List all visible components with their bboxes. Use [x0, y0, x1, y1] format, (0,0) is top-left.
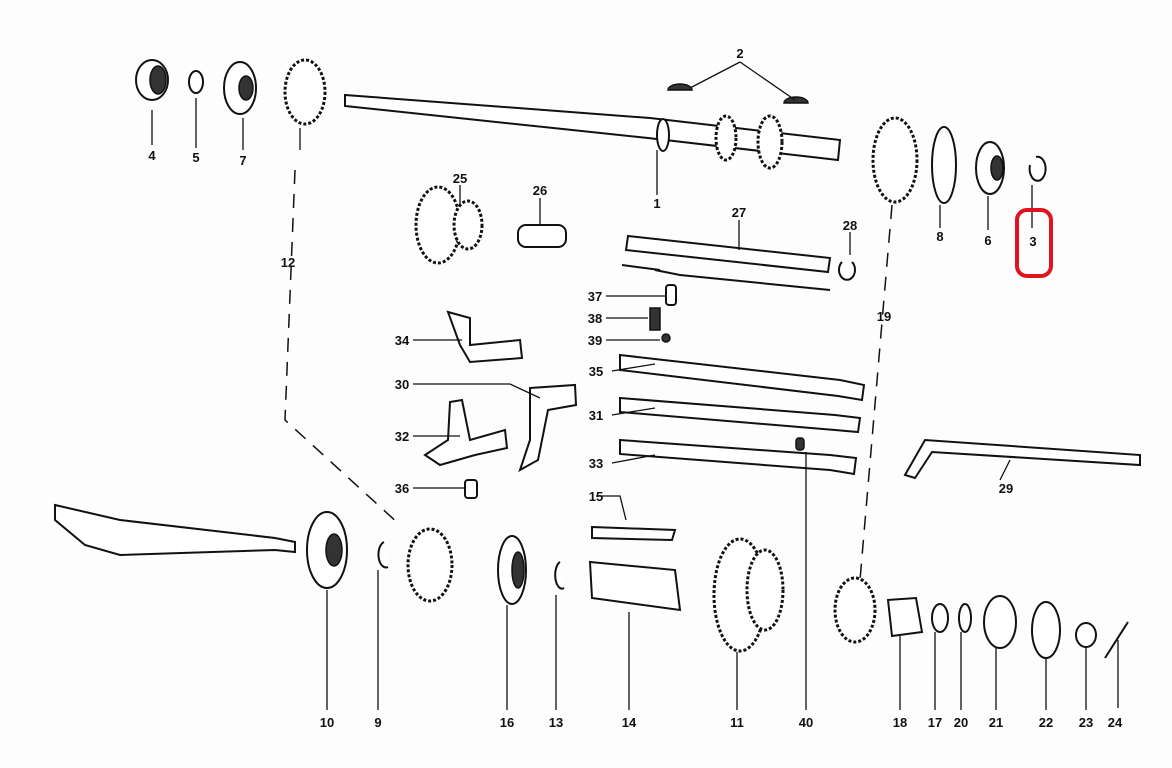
part-label-37: 37 — [588, 289, 602, 304]
part-label-5: 5 — [192, 150, 199, 165]
shift-forks — [413, 310, 578, 499]
main-shaft — [344, 93, 842, 170]
top-left-parts — [135, 58, 401, 526]
part-label-6: 6 — [984, 233, 991, 248]
part-label-25: 25 — [453, 171, 467, 186]
part-label-1: 1 — [653, 196, 660, 211]
countershaft-parts — [414, 150, 856, 281]
part-label-29: 29 — [999, 481, 1013, 496]
part-label-14: 14 — [622, 715, 637, 730]
part-3-highlight — [1015, 208, 1053, 278]
part-label-11: 11 — [730, 715, 744, 730]
part-label-19: 19 — [877, 309, 891, 324]
part-label-8: 8 — [936, 229, 943, 244]
part-label-30: 30 — [395, 377, 409, 392]
part-label-33: 33 — [589, 456, 603, 471]
part-label-35: 35 — [589, 364, 603, 379]
part-label-26: 26 — [533, 183, 547, 198]
shift-rods — [606, 264, 866, 710]
pinion-shaft — [54, 495, 785, 710]
part-label-40: 40 — [799, 715, 813, 730]
part-label-31: 31 — [589, 408, 603, 423]
part-label-38: 38 — [588, 311, 602, 326]
part-label-23: 23 — [1079, 715, 1093, 730]
part-label-20: 20 — [954, 715, 968, 730]
part-label-2: 2 — [736, 46, 743, 61]
part-label-10: 10 — [320, 715, 334, 730]
part-label-21: 21 — [989, 715, 1003, 730]
part-label-34: 34 — [395, 333, 410, 348]
part-label-18: 18 — [893, 715, 907, 730]
part-label-27: 27 — [732, 205, 746, 220]
bottom-right-parts — [833, 576, 1129, 710]
part-number-labels: 1 2 3 4 5 6 7 8 9 10 11 12 13 14 15 16 1… — [148, 46, 1123, 730]
part-label-3: 3 — [1029, 234, 1036, 249]
part-label-24: 24 — [1108, 715, 1123, 730]
lever-rod — [903, 438, 1141, 481]
part-label-16: 16 — [500, 715, 514, 730]
part-label-22: 22 — [1039, 715, 1053, 730]
part-label-13: 13 — [549, 715, 563, 730]
right-upper-parts — [859, 116, 1047, 581]
part-label-17: 17 — [928, 715, 942, 730]
part-label-36: 36 — [395, 481, 409, 496]
woodruff-keys — [667, 61, 809, 104]
part-label-15: 15 — [589, 489, 603, 504]
part-label-9: 9 — [374, 715, 381, 730]
part-label-12: 12 — [281, 255, 295, 270]
part-label-7: 7 — [239, 153, 246, 168]
part-label-4: 4 — [148, 148, 156, 163]
part-label-28: 28 — [843, 218, 857, 233]
part-label-32: 32 — [395, 429, 409, 444]
part-label-39: 39 — [588, 333, 602, 348]
